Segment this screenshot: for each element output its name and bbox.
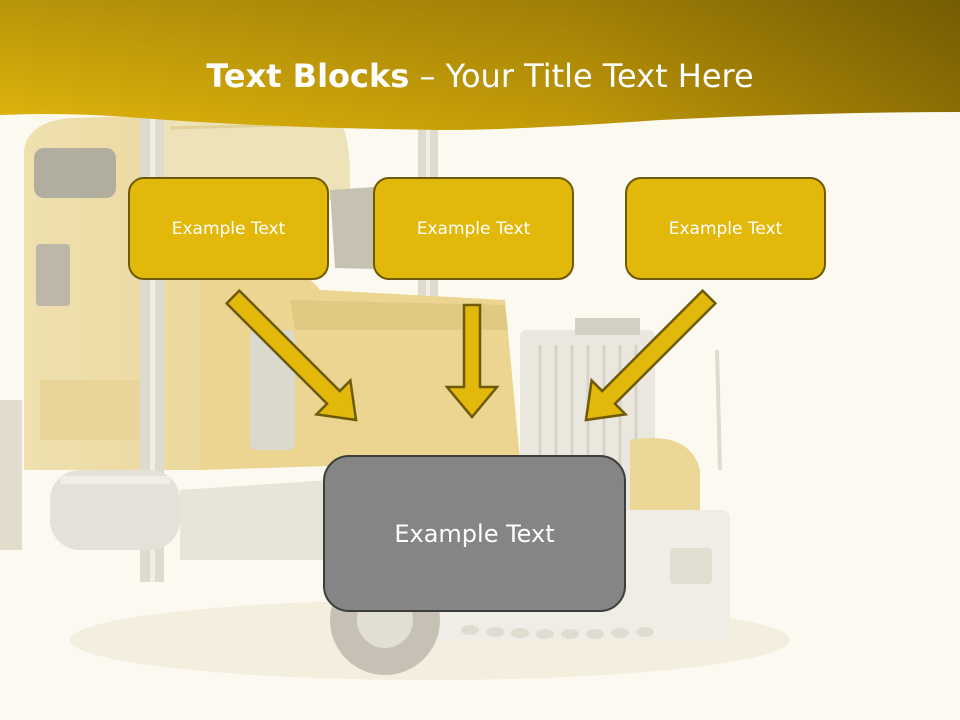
text-block-right-label: Example Text [668,218,783,239]
text-block-left-label: Example Text [171,218,286,239]
text-block-main-label: Example Text [394,519,555,548]
text-block-right[interactable]: Example Text [625,177,826,280]
text-block-main[interactable]: Example Text [323,455,626,612]
arrow-left-diagonal [224,288,358,422]
arrow-down-center [444,303,500,419]
slide-title: Text Blocks – Your Title Text Here [0,54,960,98]
slide-title-bold: Text Blocks [206,57,410,95]
slide-title-dash: – [409,57,446,95]
text-block-center[interactable]: Example Text [373,177,574,280]
text-block-center-label: Example Text [416,218,531,239]
arrow-right-diagonal [584,288,718,422]
text-block-left[interactable]: Example Text [128,177,329,280]
slide-title-rest: Your Title Text Here [445,57,754,95]
